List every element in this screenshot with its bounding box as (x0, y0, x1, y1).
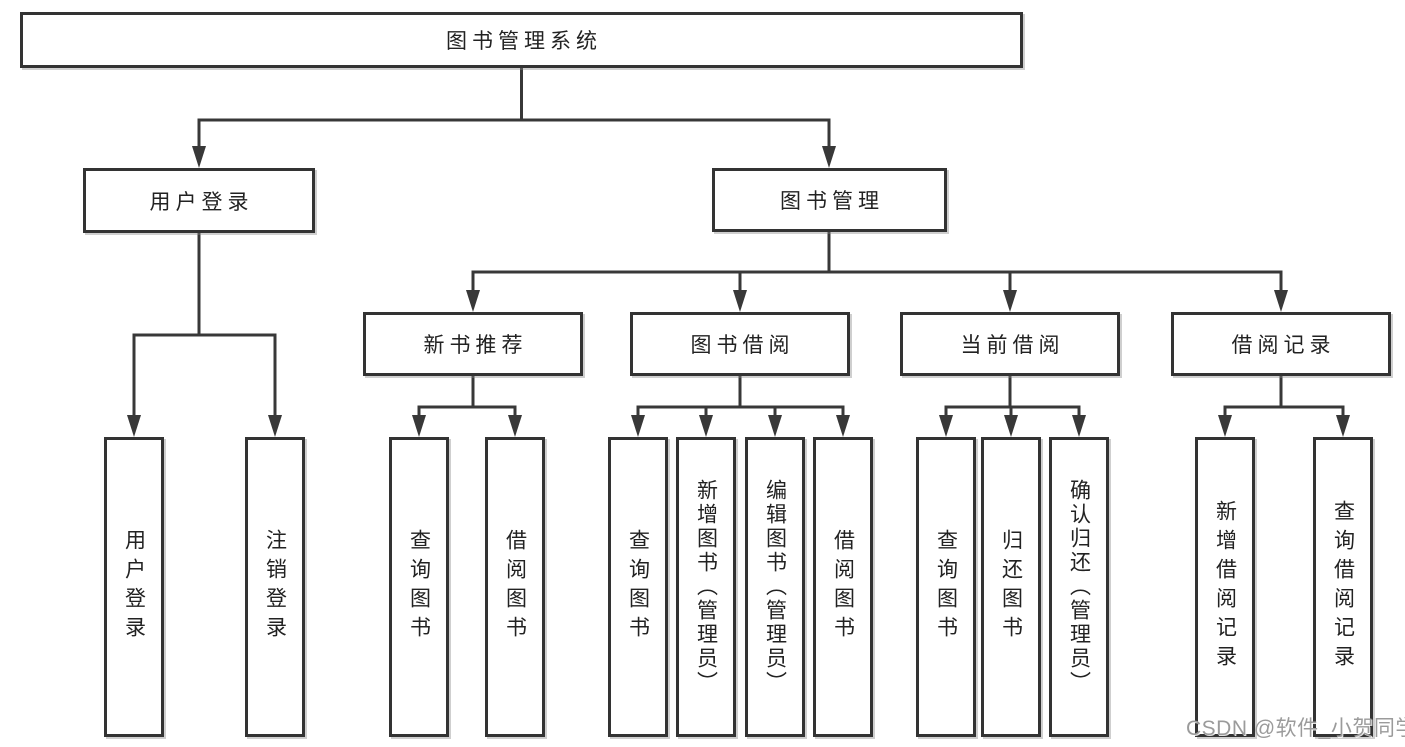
watermark: CSDN @软件_小贺同学 (1186, 717, 1405, 740)
leaf-record-add-record: 新增借阅记录 (1195, 437, 1255, 737)
leaf-borrow-edit-book-admin: 编辑图书（管理员） (745, 437, 805, 737)
leaf-borrow-edit-book-admin-label: 编辑图书（管理员） (763, 479, 787, 695)
leaf-borrow-borrow-book-label: 借阅图书 (831, 529, 855, 645)
node-book-borrow: 图书借阅 (630, 312, 850, 376)
leaf-current-confirm-return-admin: 确认归还（管理员） (1049, 437, 1109, 737)
node-borrow-record: 借阅记录 (1171, 312, 1391, 376)
leaf-current-return-book-label: 归还图书 (999, 529, 1023, 645)
leaf-current-confirm-return-admin-label: 确认归还（管理员） (1067, 479, 1091, 695)
leaf-record-query-record-label: 查询借阅记录 (1331, 500, 1355, 674)
leaf-login-logout-label: 注销登录 (263, 529, 287, 645)
leaf-borrow-add-book-admin: 新增图书（管理员） (676, 437, 736, 737)
leaf-current-query-book-label: 查询图书 (934, 529, 958, 645)
leaf-login-user-login-label: 用户登录 (122, 529, 146, 645)
leaf-recommend-query-book: 查询图书 (389, 437, 449, 737)
node-new-book-recommend: 新书推荐 (363, 312, 583, 376)
leaf-recommend-borrow-book: 借阅图书 (485, 437, 545, 737)
leaf-current-return-book: 归还图书 (981, 437, 1041, 737)
node-user-login: 用户登录 (83, 168, 315, 233)
leaf-login-logout: 注销登录 (245, 437, 305, 737)
leaf-current-query-book: 查询图书 (916, 437, 976, 737)
leaf-borrow-query-book-label: 查询图书 (626, 529, 650, 645)
node-book-management: 图书管理 (712, 168, 947, 232)
leaf-record-add-record-label: 新增借阅记录 (1213, 500, 1237, 674)
node-system: 图书管理系统 (20, 12, 1023, 68)
leaf-borrow-query-book: 查询图书 (608, 437, 668, 737)
node-current-borrow: 当前借阅 (900, 312, 1120, 376)
leaf-recommend-query-book-label: 查询图书 (407, 529, 431, 645)
leaf-borrow-add-book-admin-label: 新增图书（管理员） (694, 479, 718, 695)
leaf-recommend-borrow-book-label: 借阅图书 (503, 529, 527, 645)
leaf-login-user-login: 用户登录 (104, 437, 164, 737)
leaf-record-query-record: 查询借阅记录 (1313, 437, 1373, 737)
leaf-borrow-borrow-book: 借阅图书 (813, 437, 873, 737)
